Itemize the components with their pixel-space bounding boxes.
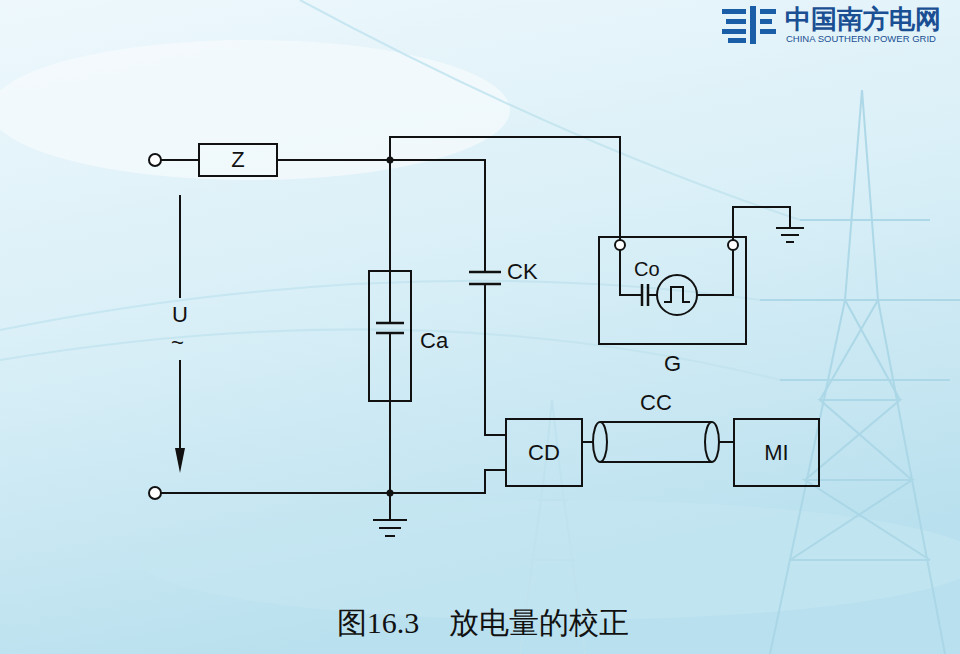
power-lines [0,0,800,380]
terminal-symbol [149,154,161,166]
tower-bracing [790,300,930,560]
logo-icon [722,6,776,44]
wire-connector [278,160,505,435]
cable-label: CC [640,390,672,415]
capacitor-lead [389,270,391,323]
logo-text: 中国南方电网 [785,5,941,35]
voltage-arrow-head [175,448,185,473]
junction-dot [387,490,394,497]
wire-connector [583,441,733,443]
ground-wire [389,493,391,520]
voltage-label: U [172,302,188,327]
wire [161,159,198,161]
capacitor-plate [376,322,404,325]
wire [161,492,485,494]
cable-end [593,422,607,462]
logo-bar [722,9,746,14]
logo-bar [760,9,776,14]
wire [697,250,733,295]
ground-symbol [776,227,804,229]
coupling-capacitor-plate [469,283,501,286]
ground-symbol [379,527,401,529]
terminal-symbol [615,240,625,250]
device-label: CD [528,440,560,465]
coupling-device-box: CD [505,418,583,487]
wire-connector [278,160,390,270]
ground-symbol [385,535,395,537]
device-label: MI [764,440,788,465]
pulse-source-symbol [657,275,697,315]
figure-caption: 图16.3 放电量的校正 [337,606,630,641]
cable-body [600,461,712,463]
coupling-capacitor-plate [469,271,501,274]
capacitance-label: Ca [420,328,448,353]
pulse-symbol [664,287,690,302]
circuit-wires [149,154,804,536]
wire [648,294,657,296]
calibrator-label: G [664,351,681,376]
capacitance-label: Co [634,258,660,281]
ground-symbol [373,519,407,521]
impedance-box: Z [198,143,278,177]
calibrator-box: CoG [598,236,747,345]
terminal-symbol [728,240,738,250]
cable-body [600,421,712,423]
logo-bar [726,19,746,24]
ac-symbol: ~ [171,330,184,355]
ground-symbol [781,234,799,236]
logo-bar [760,29,776,34]
cable-end [705,422,719,462]
tower-legs [770,90,945,654]
ground-symbol [786,241,794,243]
terminal-symbol [149,487,161,499]
capacitor-lead [389,333,391,402]
junction-dot [387,157,394,164]
instrument-box: MI [733,418,820,487]
logo-bar [760,19,772,24]
logo-bar [728,38,746,43]
test-object-box: Ca [368,270,412,402]
logo-bar [722,29,746,34]
capacitance-label: CK [507,259,538,284]
logo-subtext: CHINA SOUTHERN POWER GRID [786,34,936,45]
voltage-arrow [179,195,181,298]
logo-bar [750,6,756,44]
wire-connector [278,137,620,236]
tower-arms [760,220,960,560]
voltage-arrow [179,360,181,455]
capacitor-plate [641,284,644,306]
wire-connector [390,402,505,493]
impedance-label: Z [231,147,244,172]
